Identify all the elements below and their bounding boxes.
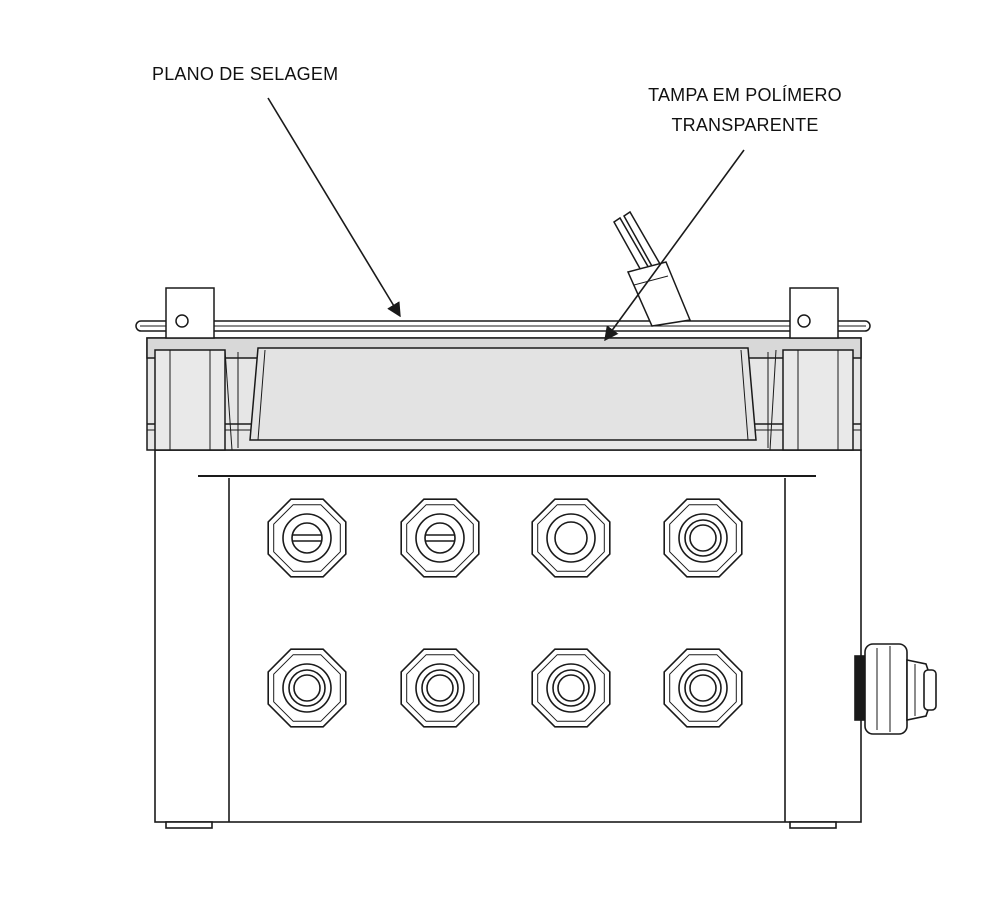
cover-label-line1: TAMPA EM POLÍMERO [648,85,842,105]
top-cable-probe [613,210,692,327]
cover-leader [604,149,745,342]
cable-gland-right [854,643,937,735]
sealing-plane-leader [267,97,401,318]
cable-gland-ringed [663,648,743,728]
cable-gland-open [531,498,611,578]
cable-gland-ringed [663,498,743,578]
cable-gland-ringed [400,648,480,728]
gland-grid [267,498,743,728]
transparent-cover [146,337,862,451]
cover-label-line2: TRANSPARENTE [671,115,819,135]
cable-gland-ringed [267,648,347,728]
cable-gland-slotted [400,498,480,578]
cable-gland-slotted [267,498,347,578]
cable-gland-ringed [531,648,611,728]
cover-label: TAMPA EM POLÍMERO TRANSPARENTE [590,80,900,140]
sealing-plane [135,287,871,339]
sealing-plane-label: PLANO DE SELAGEM [152,64,339,84]
enclosure-body [154,449,862,829]
